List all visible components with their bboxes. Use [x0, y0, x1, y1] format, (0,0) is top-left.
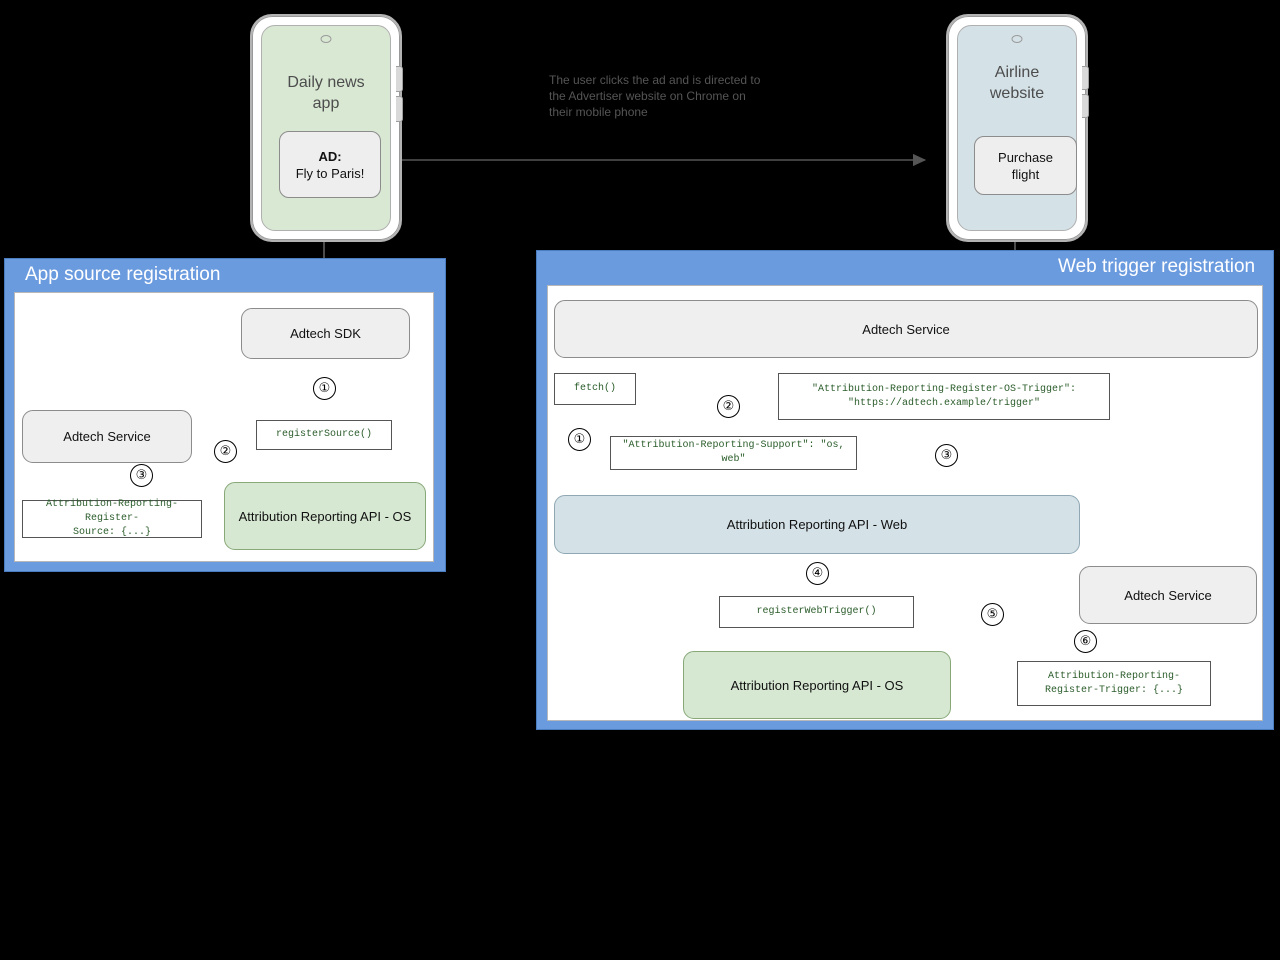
ad-card-label: AD:	[318, 148, 342, 164]
step-badge-4-right: ④	[806, 562, 829, 585]
purchase-card-line2: flight	[1011, 166, 1040, 182]
phone-right: Airline website Purchase flight	[946, 14, 1088, 242]
node-ar-api-os-left[interactable]: Attribution Reporting API - OS	[224, 482, 426, 550]
panel-app-source-title: App source registration	[25, 264, 221, 285]
phone-right-site-title: Airline website	[989, 64, 1045, 102]
panel-web-trigger-title: Web trigger registration	[1058, 256, 1256, 277]
purchase-card-line1: Purchase	[998, 149, 1053, 165]
phone-camera-icon	[320, 35, 332, 43]
phone-left-app-title: Daily news app	[287, 74, 365, 112]
phone-left: Daily news app AD: Fly to Paris!	[250, 14, 402, 242]
node-adtech-service-bottom[interactable]: Adtech Service	[1079, 566, 1257, 624]
step-badge-1-left: ①	[313, 377, 336, 400]
phone-left-volume-button[interactable]	[396, 66, 403, 92]
code-register-source-header: Attribution-Reporting-Register- Source: …	[22, 499, 202, 538]
phone-camera-icon	[1011, 35, 1023, 43]
ad-card-text: Fly to Paris!	[295, 165, 365, 181]
phone-right-power-button[interactable]	[1082, 94, 1089, 118]
step-badge-3-right: ③	[935, 444, 958, 467]
phone-right-screen: Airline website Purchase flight	[957, 25, 1077, 231]
step-badge-6-right: ⑥	[1074, 630, 1097, 653]
phone-left-screen: Daily news app AD: Fly to Paris!	[261, 25, 391, 231]
code-attribution-reporting-support: "Attribution-Reporting-Support": "os, we…	[610, 436, 857, 470]
code-fetch: fetch()	[554, 373, 636, 405]
code-register-web-trigger: registerWebTrigger()	[719, 596, 914, 628]
ad-card[interactable]: AD: Fly to Paris!	[279, 131, 381, 198]
code-register-trigger-header: Attribution-Reporting- Register-Trigger:…	[1017, 661, 1211, 706]
step-badge-5-right: ⑤	[981, 603, 1004, 626]
step-badge-2-right: ②	[717, 395, 740, 418]
purchase-flight-card[interactable]: Purchase flight	[974, 136, 1077, 195]
node-adtech-service-top[interactable]: Adtech Service	[554, 300, 1258, 358]
step-badge-1-right: ①	[568, 428, 591, 451]
phone-right-volume-button[interactable]	[1082, 66, 1089, 90]
code-register-os-trigger-header: "Attribution-Reporting-Register-OS-Trigg…	[778, 373, 1110, 420]
step-badge-3-left: ③	[130, 464, 153, 487]
node-ar-api-web[interactable]: Attribution Reporting API - Web	[554, 495, 1080, 554]
node-adtech-service-left[interactable]: Adtech Service	[22, 410, 192, 463]
code-register-source: registerSource()	[256, 420, 392, 450]
node-ar-api-os-right[interactable]: Attribution Reporting API - OS	[683, 651, 951, 719]
phone-left-power-button[interactable]	[396, 96, 403, 122]
node-adtech-sdk[interactable]: Adtech SDK	[241, 308, 410, 359]
step-badge-2-left: ②	[214, 440, 237, 463]
click-flow-annotation: The user clicks the ad and is directed t…	[549, 73, 761, 119]
